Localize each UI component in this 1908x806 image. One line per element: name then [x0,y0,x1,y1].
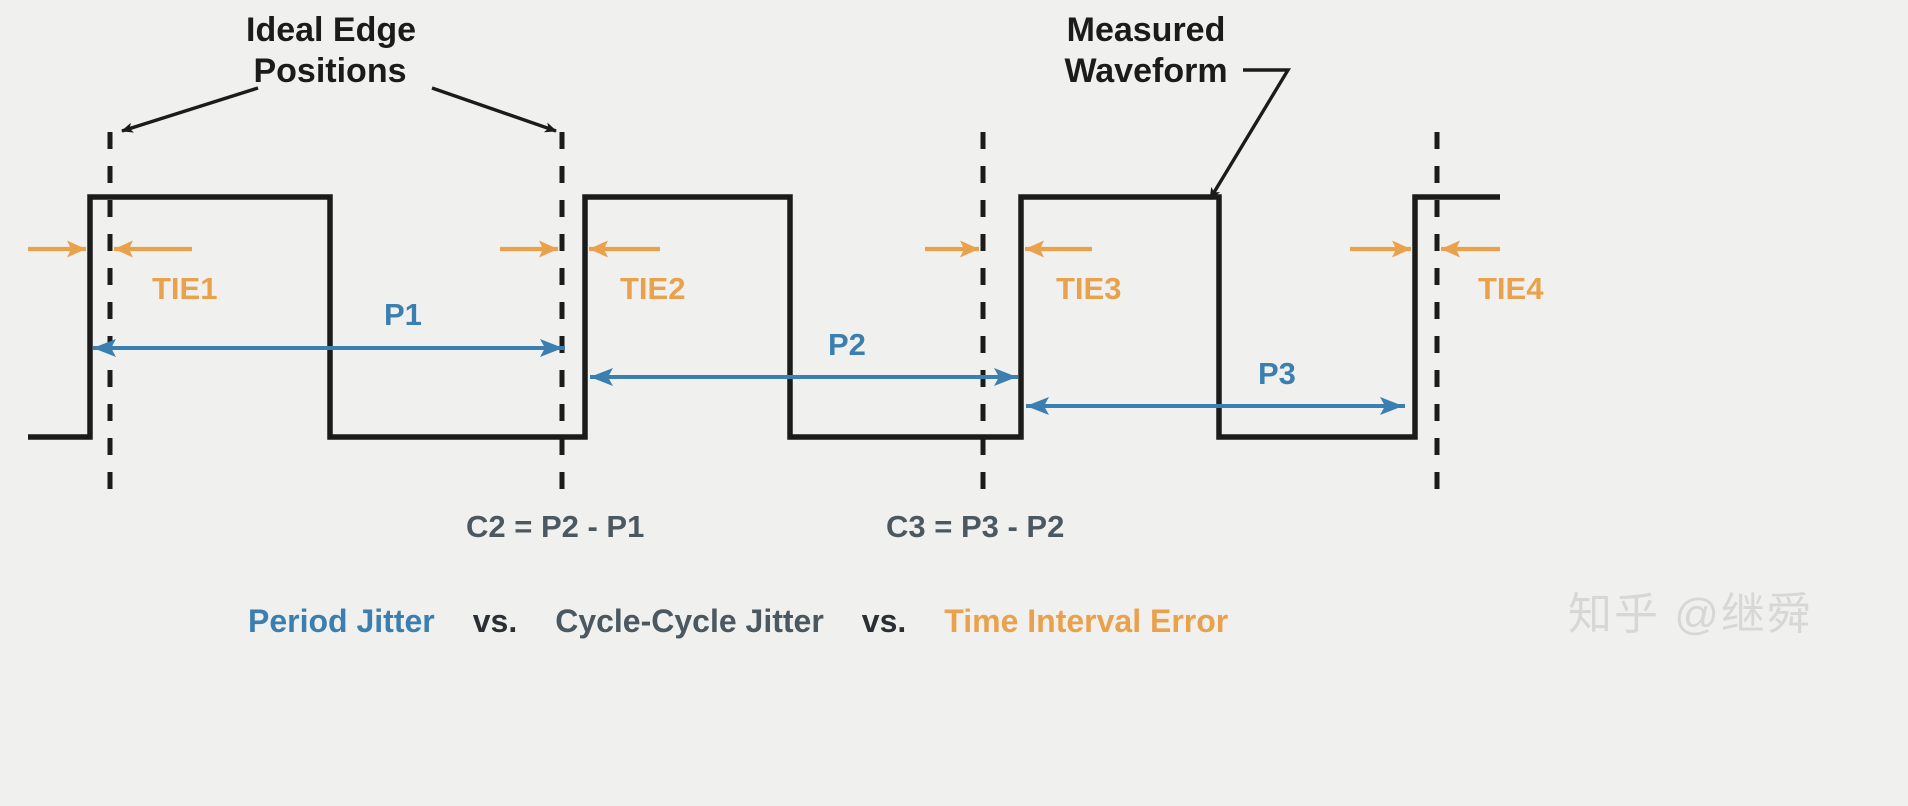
ideal-edge-leader-left [121,86,259,133]
ideal-edge-leader-right [431,86,557,133]
legend-separator-2: vs. [861,603,907,639]
ideal-edge-leader-lines [121,86,557,133]
measured-waveform-trace [28,194,1500,440]
ideal-edge-annotation-line1: Ideal Edge [246,11,417,49]
cycle-label-c3: C3 = P3 - P2 [886,509,1065,544]
legend-separator-1: vs. [472,603,518,639]
period-label-p3: P3 [1258,356,1296,391]
legend-item-time-interval-error: Time Interval Error [944,603,1229,639]
ideal-edge-positions-annotation: Ideal Edge Positions [246,10,417,92]
measured-waveform-annotation-line1: Measured [1066,11,1226,49]
period-label-p1: P1 [384,297,422,332]
measured-waveform-annotation: Measured Waveform [1062,10,1230,92]
period-label-p2: P2 [828,327,866,362]
tie-label-4: TIE4 [1478,271,1544,306]
ideal-edge-annotation-line2: Positions [253,52,407,90]
measured-waveform-leader [1208,68,1292,200]
ideal-edge-lines [107,132,1440,493]
legend-row: Period Jitter vs. Cycle-Cycle Jitter vs.… [248,603,1228,640]
tie-label-2: TIE2 [620,271,686,306]
legend-item-cycle-cycle-jitter: Cycle-Cycle Jitter [555,603,824,639]
tie-label-1: TIE1 [152,271,218,306]
watermark: 知乎 @继舜 [1568,590,1813,639]
tie-label-3: TIE3 [1056,271,1122,306]
legend-item-period-jitter: Period Jitter [248,603,435,639]
cycle-label-c2: C2 = P2 - P1 [466,509,645,544]
measured-waveform-annotation-line2: Waveform [1064,52,1228,90]
period-arrow-group [93,339,1405,415]
